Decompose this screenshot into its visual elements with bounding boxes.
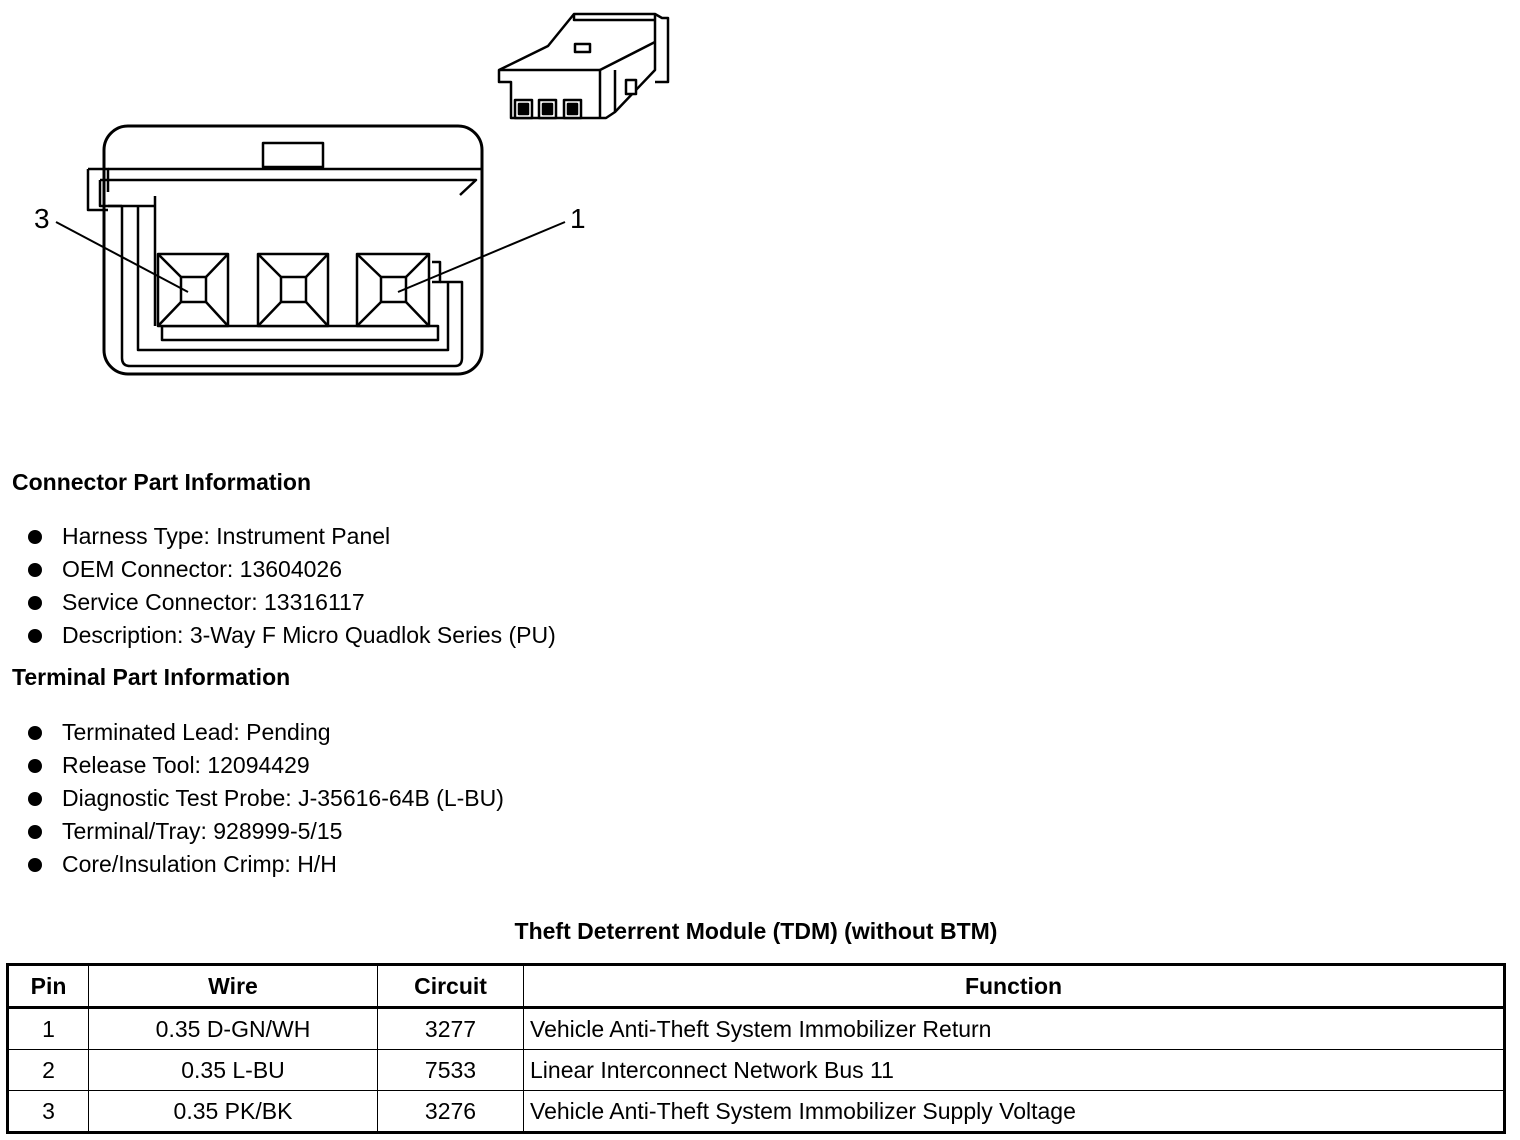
function-cell: Vehicle Anti-Theft System Immobilizer Re… [523,1007,1505,1050]
connector-info-item: Harness Type: Instrument Panel [28,520,556,553]
leader-line-pin-3 [55,221,189,293]
wire-cell: 0.35 L-BU [88,1049,378,1091]
terminal-info-item: Diagnostic Test Probe: J-35616-64B (L-BU… [28,782,504,815]
pin-cell: 3 [7,1090,89,1133]
pin-label-1: 1 [570,203,586,234]
bullet-icon [28,824,42,839]
connector-face-view [55,124,566,376]
table-row: 1 0.35 D-GN/WH 3277 Vehicle Anti-Theft S… [7,1007,1505,1050]
function-cell: Vehicle Anti-Theft System Immobilizer Su… [523,1090,1505,1133]
connector-info-item: OEM Connector: 13604026 [28,553,556,586]
wire-cell: 0.35 D-GN/WH [88,1007,378,1050]
pin-cell: 2 [7,1049,89,1091]
bullet-icon [28,857,42,872]
connector-face-diagram: 3 1 [34,12,670,376]
pin-cell: 1 [7,1007,89,1050]
terminal-cavity-1 [355,252,442,328]
terminal-info-list: Terminated Lead: Pending Release Tool: 1… [28,716,504,881]
bullet-icon [28,529,42,544]
circuit-cell: 3277 [377,1007,524,1050]
connector-info-item: Service Connector: 13316117 [28,586,556,619]
function-cell: Linear Interconnect Network Bus 11 [523,1049,1505,1091]
wire-cell: 0.35 PK/BK [88,1090,378,1133]
bullet-icon [28,725,42,740]
terminal-info-item: Terminal/Tray: 928999-5/15 [28,815,504,848]
terminal-cavity-2 [256,252,330,328]
column-header-pin: Pin [7,964,89,1009]
leader-line-pin-1 [397,221,566,293]
circuit-cell: 3276 [377,1090,524,1133]
pin-table: Pin Wire Circuit Function 1 0.35 D-GN/WH… [6,963,1506,1134]
circuit-cell: 7533 [377,1049,524,1091]
column-header-function: Function [523,964,1505,1009]
table-row: 3 0.35 PK/BK 3276 Vehicle Anti-Theft Sys… [7,1090,1505,1133]
connector-info-item: Description: 3-Way F Micro Quadlok Serie… [28,619,556,652]
connector-info-list: Harness Type: Instrument Panel OEM Conne… [28,520,556,652]
bullet-icon [28,758,42,773]
terminal-info-heading: Terminal Part Information [12,664,291,690]
bullet-icon [28,595,42,610]
pin-label-3: 3 [34,203,50,234]
terminal-cavity-3 [156,252,230,328]
table-row: 2 0.35 L-BU 7533 Linear Interconnect Net… [7,1049,1505,1091]
bullet-icon [28,791,42,806]
bullet-icon [28,628,42,643]
terminal-info-item: Core/Insulation Crimp: H/H [28,848,504,881]
column-header-wire: Wire [88,964,378,1009]
connector-info-heading: Connector Part Information [12,469,312,495]
connector-3d-view [497,12,670,120]
bullet-icon [28,562,42,577]
pin-table-title: Theft Deterrent Module (TDM) (without BT… [514,918,998,944]
terminal-info-item: Terminated Lead: Pending [28,716,504,749]
terminal-info-item: Release Tool: 12094429 [28,749,504,782]
pin-table-header-row: Pin Wire Circuit Function [7,964,1505,1009]
column-header-circuit: Circuit [377,964,524,1009]
